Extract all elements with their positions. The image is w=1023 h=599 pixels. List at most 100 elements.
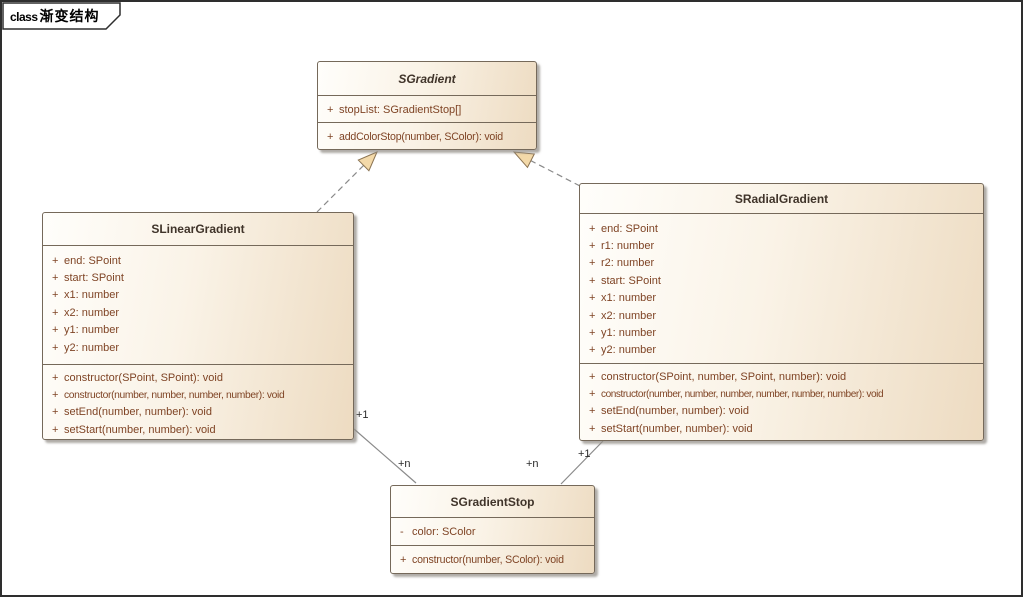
multiplicity-label: +n — [398, 458, 411, 470]
member-text: x2: number — [601, 309, 657, 322]
methods-section: +addColorStop(number, SColor): void — [318, 122, 536, 150]
visibility-marker: + — [589, 257, 596, 270]
visibility-marker: + — [52, 406, 59, 419]
member-text: setStart(number, number): void — [64, 423, 216, 436]
member-text: stopList: SGradientStop[] — [339, 103, 462, 116]
visibility-marker: - — [400, 525, 404, 538]
class-box-sgradientstop[interactable]: SGradientStop -color: SColor + constructo… — [390, 485, 595, 574]
visibility-marker: + — [52, 289, 59, 302]
methods-section: + constructor(SPoint, number, SPoint, num… — [580, 363, 983, 442]
member-text: end: SPoint — [601, 222, 658, 235]
member-text: start: SPoint — [64, 272, 124, 285]
member-row: + r1: number — [580, 237, 983, 254]
member-row: + end: SPoint — [43, 252, 353, 269]
class-box-sradialgradient[interactable]: SRadialGradient +end: SPoint+r1: number+… — [579, 183, 984, 441]
member-text: r1: number — [601, 240, 655, 253]
class-title: SGradientStop — [391, 486, 594, 518]
visibility-marker: + — [589, 344, 596, 357]
methods-section: +constructor(SPoint, SPoint): void+const… — [43, 364, 353, 441]
member-row: +addColorStop(number, SColor): void — [318, 128, 536, 145]
association-connector-radial-stop — [560, 440, 604, 485]
member-row: + end: SPoint — [580, 220, 983, 237]
multiplicity-label: +n — [526, 458, 539, 470]
class-title: SLinearGradient — [43, 213, 353, 246]
visibility-marker: + — [589, 309, 596, 322]
member-text: x1: number — [601, 292, 657, 305]
member-row: + x2: number — [580, 307, 983, 324]
visibility-marker: + — [589, 222, 596, 235]
member-row: +setStart(number, number): void — [43, 421, 353, 438]
visibility-marker: + — [589, 327, 596, 340]
realization-connector-linear — [316, 164, 365, 213]
attributes-section: + end: SPoint + r1: number + r2: number + start… — [580, 214, 983, 363]
class-box-slineargradient[interactable]: SLinearGradient + end: SPoint + start: SPoi… — [42, 212, 354, 440]
member-text: setEnd(number, number): void — [64, 406, 212, 419]
member-row: + setEnd(number, number): void — [580, 403, 983, 420]
member-row: +constructor(number, number, number, num… — [580, 385, 983, 402]
member-row: + setStart(number, number): void — [580, 420, 983, 437]
frame-title-text: 渐变结构 — [39, 8, 100, 24]
member-text: constructor(SPoint, number, SPoint, numb… — [601, 370, 847, 383]
member-row: + r2: number — [580, 255, 983, 272]
association-connector-linear-stop — [353, 428, 417, 484]
member-text: x1: number — [64, 289, 120, 302]
member-text: setStart(number, number): void — [601, 422, 753, 435]
realization-connector-radial — [530, 160, 581, 187]
visibility-marker: + — [52, 341, 59, 354]
member-row: + y1: number — [580, 324, 983, 341]
attributes-section: +stopList: SGradientStop[] — [318, 96, 536, 122]
member-row: + start: SPoint — [43, 269, 353, 286]
inheritance-triangle-icon — [512, 151, 536, 169]
member-row: +constructor(number, number, number, num… — [43, 386, 353, 403]
visibility-marker: + — [327, 130, 334, 143]
member-row: + setEnd(number, number): void — [43, 404, 353, 421]
visibility-marker: + — [589, 422, 596, 435]
visibility-marker: + — [52, 272, 59, 285]
visibility-marker: + — [52, 306, 59, 319]
member-row: + y2: number — [43, 339, 353, 356]
member-row: + x2: number — [43, 304, 353, 321]
visibility-marker: + — [52, 324, 59, 337]
class-title: SRadialGradient — [580, 184, 983, 214]
visibility-marker: + — [52, 371, 59, 384]
visibility-marker: + — [589, 370, 596, 383]
member-text: constructor(number, number, number, numb… — [601, 388, 884, 400]
member-text: y1: number — [601, 327, 657, 340]
visibility-marker: + — [400, 553, 407, 566]
member-row: + x1: number — [43, 287, 353, 304]
member-row: +stopList: SGradientStop[] — [318, 101, 536, 118]
class-title: SGradient — [318, 62, 536, 96]
frame-tab — [2, 2, 121, 30]
member-text: x2: number — [64, 306, 120, 319]
frame-title-keyword: class — [10, 10, 38, 24]
member-row: + start: SPoint — [580, 272, 983, 289]
multiplicity-label: +1 — [356, 409, 369, 421]
member-text: r2: number — [601, 257, 655, 270]
member-text: setEnd(number, number): void — [601, 405, 749, 418]
member-text: start: SPoint — [601, 274, 661, 287]
member-text: y2: number — [601, 344, 657, 357]
attributes-section: + end: SPoint + start: SPoint + x1: number + x2… — [43, 246, 353, 364]
member-text: color: SColor — [412, 525, 476, 538]
member-text: y2: number — [64, 341, 120, 354]
class-box-sgradient[interactable]: SGradient +stopList: SGradientStop[] +ad… — [317, 61, 537, 150]
member-row: + y2: number — [580, 342, 983, 359]
visibility-marker: + — [589, 405, 596, 418]
member-row: + constructor(SPoint, SPoint): void — [43, 369, 353, 386]
member-row: + constructor(SPoint, number, SPoint, num… — [580, 368, 983, 385]
member-text: constructor(number, SColor): void — [412, 553, 564, 566]
member-text: end: SPoint — [64, 254, 121, 267]
member-row: -color: SColor — [391, 523, 594, 540]
member-row: + x1: number — [580, 290, 983, 307]
visibility-marker: + — [52, 254, 59, 267]
inheritance-triangle-icon — [357, 151, 378, 172]
visibility-marker: + — [589, 292, 596, 305]
member-text: constructor(SPoint, SPoint): void — [64, 371, 223, 384]
member-text: constructor(number, number, number, numb… — [64, 389, 285, 401]
visibility-marker: + — [589, 240, 596, 253]
visibility-marker: + — [589, 274, 596, 287]
multiplicity-label: +1 — [578, 448, 591, 460]
